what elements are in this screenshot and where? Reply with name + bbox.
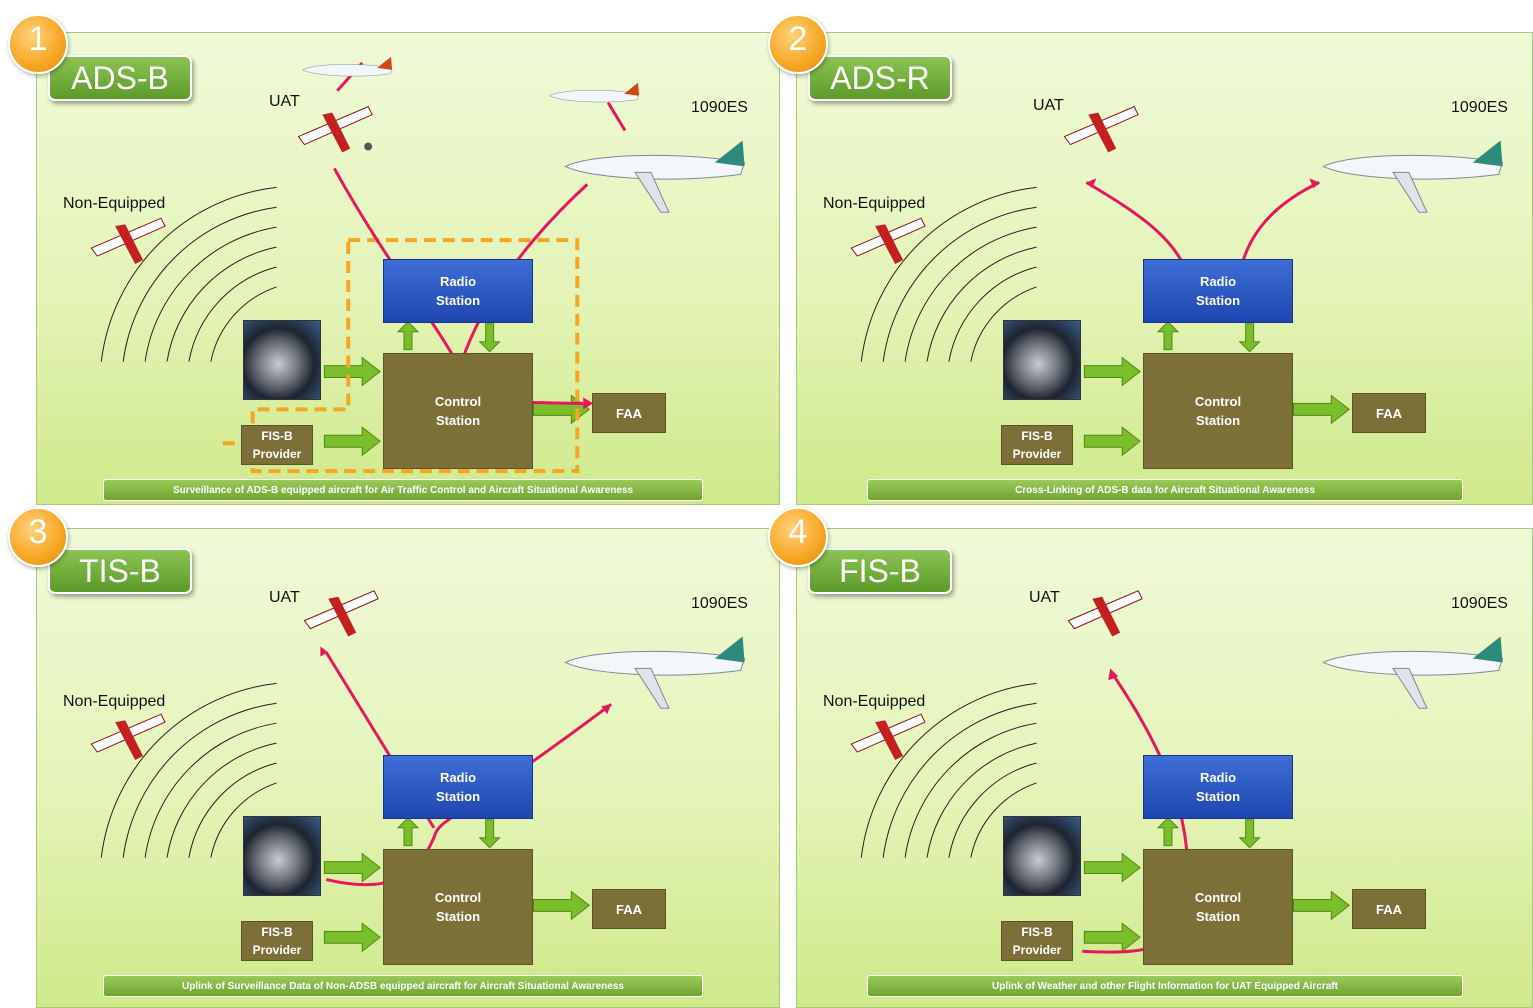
faa-box: FAA	[592, 393, 666, 433]
airliner-icon	[1322, 636, 1504, 709]
airliner-icon	[548, 82, 640, 103]
control-station-box: Control Station	[383, 849, 533, 965]
radio-station-box: Radio Station	[1143, 259, 1293, 323]
non-equipped-label: Non-Equipped	[63, 195, 166, 212]
faa-box: FAA	[592, 889, 666, 929]
fis-b-provider-box: FIS-B Provider	[1001, 425, 1073, 465]
small-aircraft-icon	[90, 217, 166, 265]
radar-icon	[243, 320, 321, 400]
small-aircraft-icon	[303, 590, 379, 637]
small-aircraft-icon	[297, 106, 373, 153]
1090es-label: 1090ES	[1451, 99, 1508, 116]
fis-b-provider-box: FIS-B Provider	[1001, 921, 1073, 961]
non-equipped-label: Non-Equipped	[823, 693, 926, 710]
radio-waves-icon	[860, 682, 1037, 858]
panel-number-badge: 2	[768, 14, 828, 74]
panel-title-tag: ADS-R	[808, 55, 952, 101]
panel-tis-b: UAT 1090ES Non-Equipped Radio Station Co…	[36, 528, 780, 1008]
panel-number-badge: 1	[8, 14, 68, 74]
airliner-icon	[1322, 140, 1504, 213]
panel-title-tag: FIS-B	[808, 548, 952, 594]
panel-ads-r: UAT 1090ES Non-Equipped Radio Station Co…	[796, 32, 1533, 505]
1090es-label: 1090ES	[691, 99, 748, 116]
panel-diagram-1	[90, 56, 746, 474]
small-aircraft-icon	[1063, 106, 1139, 153]
arrow-right-icon	[1083, 817, 1351, 953]
faa-box: FAA	[1352, 393, 1426, 433]
panel-ads-b: UAT 1090ES Non-Equipped Radio Station Co…	[36, 32, 780, 505]
panel-fis-b: UAT 1090ES Non-Equipped Radio Station Co…	[796, 528, 1533, 1008]
panel-caption: Uplink of Weather and other Flight Infor…	[867, 975, 1463, 997]
non-equipped-label: Non-Equipped	[823, 195, 926, 212]
control-station-box: Control Station	[1143, 353, 1293, 469]
radar-icon	[243, 816, 321, 896]
small-aircraft-icon	[850, 217, 926, 265]
small-aircraft-icon	[90, 713, 166, 761]
radar-icon	[1003, 816, 1081, 896]
arrow-right-icon	[323, 817, 591, 953]
fis-b-provider-box: FIS-B Provider	[241, 425, 313, 465]
small-aircraft-icon	[850, 713, 926, 761]
airliner-icon	[564, 140, 746, 213]
radio-waves-icon	[860, 186, 1037, 362]
panel-number-badge: 3	[8, 507, 68, 567]
radio-waves-icon	[100, 682, 277, 858]
panel-diagram-3	[90, 590, 746, 953]
non-equipped-label: Non-Equipped	[63, 693, 166, 710]
radio-station-box: Radio Station	[383, 259, 533, 323]
panel-title-tag: ADS-B	[48, 55, 192, 101]
uat-label: UAT	[269, 93, 300, 110]
panel-caption: Surveillance of ADS-B equipped aircraft …	[103, 479, 703, 501]
panel-title-tag: TIS-B	[48, 548, 192, 594]
small-aircraft-icon	[1067, 590, 1143, 637]
panel-caption: Uplink of Surveillance Data of Non-ADSB …	[103, 975, 703, 997]
faa-box: FAA	[1352, 889, 1426, 929]
radio-station-box: Radio Station	[1143, 755, 1293, 819]
radar-icon	[1003, 320, 1081, 400]
airliner-icon	[301, 56, 393, 77]
uat-label: UAT	[1029, 589, 1060, 606]
uat-label: UAT	[269, 589, 300, 606]
uat-label: UAT	[1033, 97, 1064, 114]
panel-caption: Cross-Linking of ADS-B data for Aircraft…	[867, 479, 1463, 501]
1090es-label: 1090ES	[1451, 595, 1508, 612]
1090es-label: 1090ES	[691, 595, 748, 612]
control-station-box: Control Station	[1143, 849, 1293, 965]
fis-b-provider-box: FIS-B Provider	[241, 921, 313, 961]
control-station-box: Control Station	[383, 353, 533, 469]
radio-station-box: Radio Station	[383, 755, 533, 819]
radio-waves-icon	[100, 186, 277, 362]
panel-number-badge: 4	[768, 507, 828, 567]
airliner-icon	[564, 636, 746, 709]
arrow-right-icon	[1083, 321, 1351, 457]
